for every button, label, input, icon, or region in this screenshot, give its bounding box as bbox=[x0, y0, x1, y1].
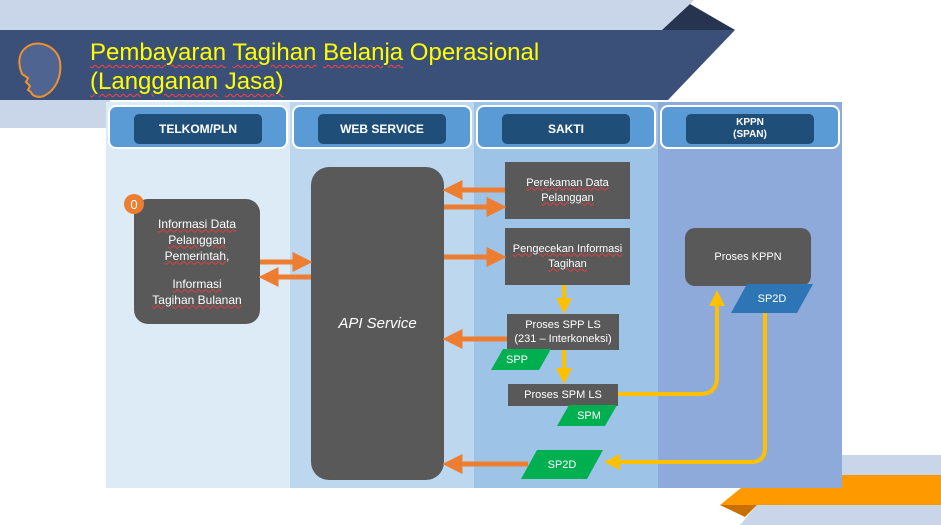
lane-header-kppn: KPPN (SPAN) bbox=[660, 105, 840, 149]
sp2d-kppn-shape bbox=[731, 284, 813, 313]
spp-document: SPP bbox=[491, 349, 551, 370]
perekaman-data-box: Perekaman Data Pelanggan bbox=[505, 162, 630, 219]
lane-header-web-service: WEB SERVICE bbox=[292, 105, 472, 149]
lane-header-sakti: SAKTI bbox=[476, 105, 656, 149]
top-dark-triangle bbox=[662, 4, 735, 30]
title-line-1: Pembayaran Tagihan Belanja Operasional bbox=[90, 39, 540, 66]
title-banner bbox=[0, 30, 735, 100]
spm-document: SPM bbox=[557, 405, 617, 426]
spm-document-shape bbox=[557, 405, 617, 426]
head-profile-icon bbox=[18, 42, 62, 98]
proses-spp-box: Proses SPP LS (231 – Interkoneksi) bbox=[507, 314, 619, 350]
pengecekan-informasi-box: Pengecekan Informasi Tagihan bbox=[505, 228, 630, 285]
step-badge: 0 bbox=[124, 194, 144, 214]
proses-spm-box: Proses SPM LS bbox=[508, 384, 618, 406]
sp2d-document-kppn: SP2D bbox=[731, 284, 813, 313]
arrow-spm-to-kppn bbox=[618, 290, 725, 396]
bottom-orange-fold bbox=[720, 505, 757, 517]
bottom-light-band-2 bbox=[740, 505, 941, 525]
left-light-strip bbox=[0, 100, 110, 128]
proses-kppn-box: Proses KPPN bbox=[685, 228, 811, 286]
lane-title-telkom: TELKOM/PLN bbox=[134, 114, 262, 144]
top-light-band bbox=[0, 0, 694, 30]
sp2d-document-sakti: SP2D bbox=[521, 450, 603, 479]
arrow-kppn-sp2d-to-sakti bbox=[604, 313, 767, 470]
page-title: Pembayaran Tagihan Belanja Operasional (… bbox=[90, 38, 539, 96]
telkom-info-box: Informasi Data Pelanggan Pemerintah, Inf… bbox=[134, 199, 260, 324]
api-service-box: API Service bbox=[311, 167, 444, 480]
lane-header-telkom: TELKOM/PLN bbox=[108, 105, 288, 149]
lane-title-web-service: WEB SERVICE bbox=[318, 114, 446, 144]
sp2d-sakti-shape bbox=[521, 450, 603, 479]
lane-title-sakti: SAKTI bbox=[502, 114, 630, 144]
title-line-2: (Langganan Jasa) bbox=[90, 68, 284, 95]
spp-document-shape bbox=[491, 349, 551, 370]
lane-title-kppn: KPPN (SPAN) bbox=[686, 114, 814, 144]
